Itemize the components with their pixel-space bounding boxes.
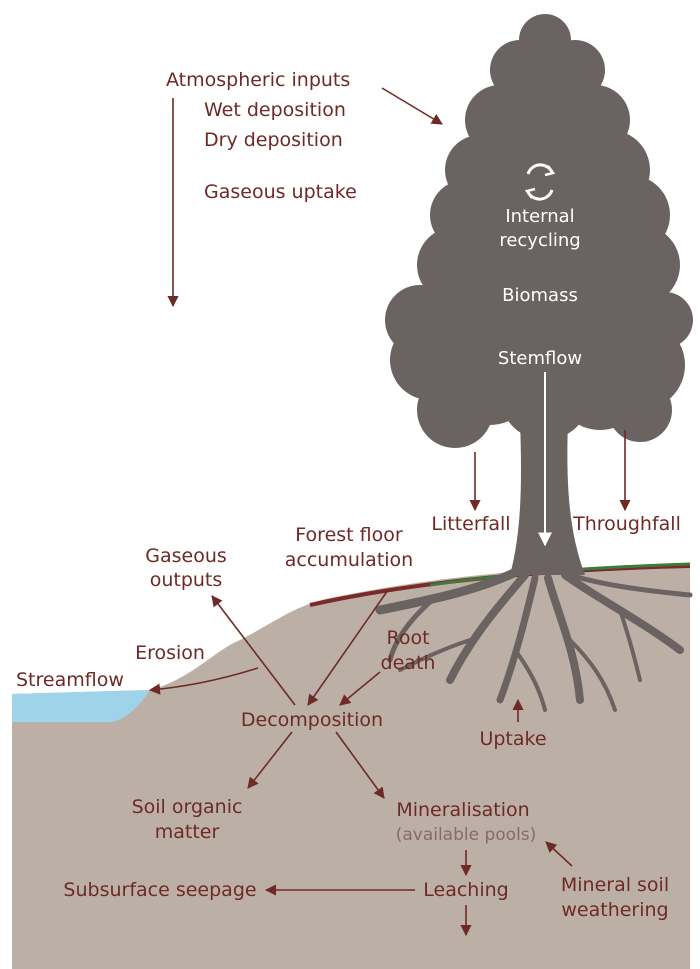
gaseous-uptake-label: Gaseous uptake xyxy=(204,181,357,203)
uptake-label: Uptake xyxy=(479,728,546,750)
mineralisation-label: Mineralisation xyxy=(396,799,529,821)
leaching-label: Leaching xyxy=(423,879,508,901)
stemflow-label: Stemflow xyxy=(498,348,582,369)
subsurface-seepage-label: Subsurface seepage xyxy=(63,879,256,901)
atmospheric-inputs-label: Atmospheric inputs xyxy=(166,69,350,91)
soil-organic-label-line2: matter xyxy=(155,821,220,843)
internal-recycling-label-line1: Internal xyxy=(505,206,574,227)
dry-deposition-label: Dry deposition xyxy=(204,129,343,151)
gaseous-outputs-label-line2: outputs xyxy=(150,569,223,591)
root-death-label-line2: death xyxy=(381,652,436,674)
streamflow-label: Streamflow xyxy=(16,669,124,691)
biomass-label: Biomass xyxy=(502,285,578,306)
forest-floor-label-line1: Forest floor xyxy=(295,524,403,546)
internal-recycling-label-line2: recycling xyxy=(499,230,580,251)
atmospheric-inputs-arrow xyxy=(382,88,442,124)
erosion-label: Erosion xyxy=(135,642,205,664)
forest-floor-label-line2: accumulation xyxy=(285,549,413,571)
decomposition-label: Decomposition xyxy=(241,709,383,731)
mineral-weathering-label-line1: Mineral soil xyxy=(561,874,669,896)
throughfall-label: Throughfall xyxy=(572,513,681,535)
gaseous-outputs-label-line1: Gaseous xyxy=(145,545,227,567)
available-pools-label: (available pools) xyxy=(396,825,537,845)
tree-trunk xyxy=(510,420,585,575)
litterfall-label: Litterfall xyxy=(431,513,510,535)
soil-organic-label-line1: Soil organic xyxy=(132,796,243,818)
wet-deposition-label: Wet deposition xyxy=(204,99,346,121)
mineral-weathering-label-line2: weathering xyxy=(561,899,668,921)
root-death-label-line1: Root xyxy=(386,627,429,649)
